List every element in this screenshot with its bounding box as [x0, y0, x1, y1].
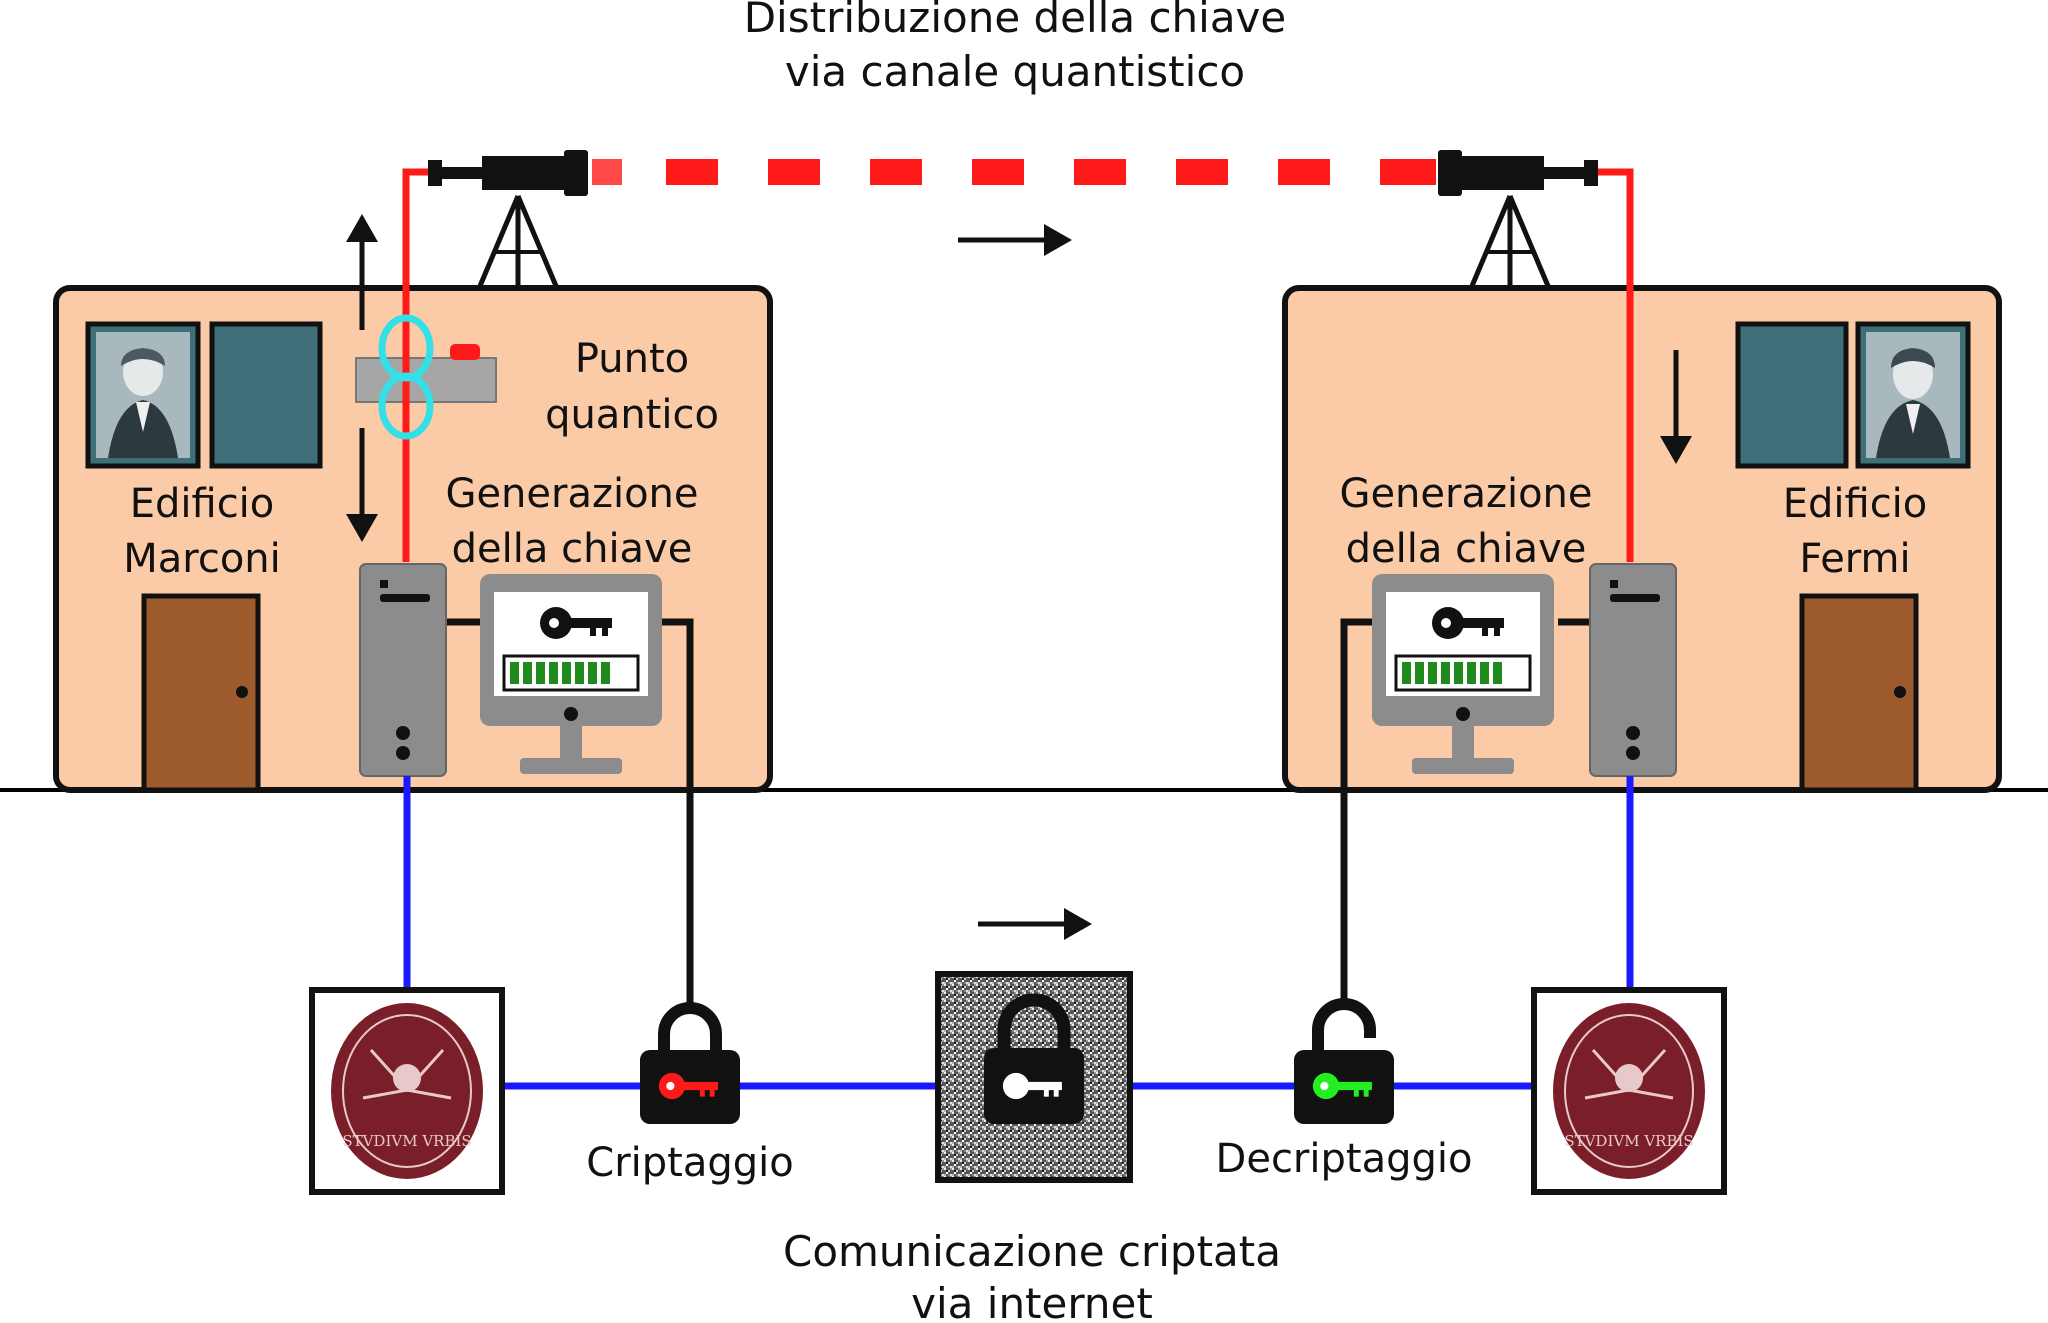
title-line2: via canale quantistico	[785, 47, 1245, 96]
monitor-icon	[1372, 574, 1554, 774]
window	[209, 321, 323, 469]
server-tower-icon	[359, 563, 447, 777]
footer-line1: Comunicazione criptata	[783, 1227, 1281, 1276]
university-seal-icon: STVDIVM VRBIS	[1531, 987, 1727, 1195]
progress-bar	[1394, 654, 1532, 692]
arrow-up-icon	[346, 214, 378, 330]
window	[1735, 321, 1849, 469]
server-tower-icon	[1589, 563, 1677, 777]
window-portrait-marconi	[85, 321, 201, 469]
arrow-right-icon	[958, 224, 1072, 256]
seal-text: STVDIVM VRBIS	[342, 1132, 471, 1150]
quantum-channel-right-fiber	[1598, 168, 1634, 562]
university-seal-icon: STVDIVM VRBIS	[309, 987, 505, 1195]
key-cable-right-to-lock	[1340, 618, 1372, 1010]
left-building-name-line1: Edificio	[130, 481, 275, 527]
padlock-closed-icon	[984, 993, 1084, 1124]
left-building-name-line2: Marconi	[123, 536, 281, 582]
quantum-channel-left-fiber	[402, 168, 432, 562]
left-keygen-label-line1: Generazione	[445, 471, 698, 517]
right-keygen-label-line1: Generazione	[1339, 471, 1592, 517]
right-building-name-line1: Edificio	[1783, 481, 1928, 527]
arrow-down-icon	[1660, 350, 1692, 464]
title-line1: Distribuzione della chiave	[744, 0, 1287, 42]
decrypt-label: Decriptaggio	[1216, 1136, 1473, 1182]
quantum-dot-label-line1: Punto	[575, 336, 689, 382]
encrypt-label: Criptaggio	[586, 1140, 793, 1186]
progress-bar	[502, 654, 640, 692]
seal-text: STVDIVM VRBIS	[1564, 1132, 1693, 1150]
window-portrait-fermi	[1855, 321, 1971, 469]
door	[1799, 593, 1919, 793]
quantum-dot-label-line2: quantico	[545, 392, 719, 438]
door	[141, 593, 261, 793]
encrypted-message	[935, 971, 1133, 1183]
telescope-icon	[1438, 150, 1598, 287]
left-keygen-label-line2: della chiave	[452, 526, 693, 572]
arrow-down-icon	[346, 428, 378, 542]
padlock-closed-icon	[640, 1002, 740, 1124]
entanglement-rings-icon	[378, 314, 434, 440]
arrow-right-icon	[978, 908, 1092, 940]
monitor-icon	[480, 574, 662, 774]
right-keygen-label-line2: della chiave	[1346, 526, 1587, 572]
right-building-name-line2: Fermi	[1799, 536, 1910, 582]
telescope-icon	[428, 150, 588, 287]
padlock-open-icon	[1294, 998, 1394, 1124]
key-cable-left-to-lock	[662, 618, 694, 1010]
quantum-free-space-beam	[592, 159, 1436, 185]
footer-line2: via internet	[911, 1279, 1153, 1323]
